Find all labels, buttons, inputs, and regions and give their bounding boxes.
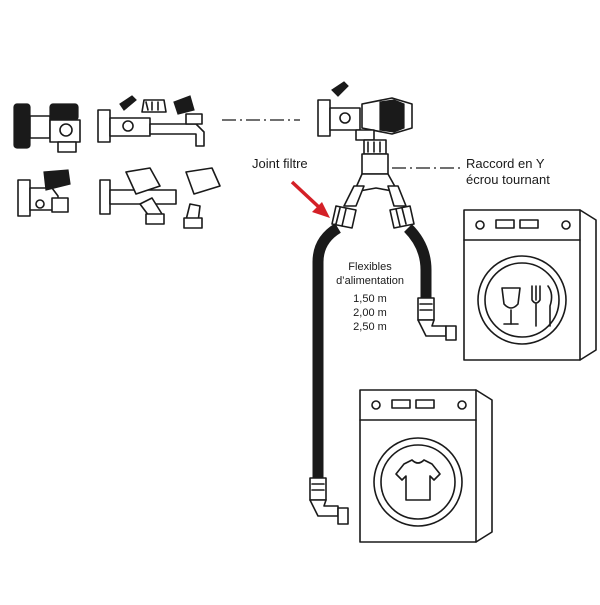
flexibles-label-line2: d’alimentation — [336, 275, 404, 287]
raccord-label-line1: Raccord en Y — [466, 156, 545, 171]
flexibles-label-line1: Flexibles — [348, 261, 392, 273]
length-option-1: 1,50 m — [353, 293, 387, 305]
hose-end-right-icon — [417, 297, 457, 341]
valve-variant-4-icon — [99, 167, 221, 229]
dishwasher-icon — [463, 209, 597, 361]
joint-filtre-label: Joint filtre — [252, 156, 308, 171]
length-option-2: 2,00 m — [353, 307, 387, 319]
hose-end-left-icon — [309, 477, 349, 525]
washing-machine-icon — [359, 389, 493, 543]
red-arrow-icon — [290, 180, 330, 218]
valve-variant-3-icon — [17, 169, 71, 217]
tshirt-icon — [395, 459, 441, 501]
hose-left — [312, 223, 342, 480]
valve-variant-1-icon — [13, 103, 81, 153]
y-connector-icon — [343, 139, 407, 207]
length-option-3: 2,50 m — [353, 321, 387, 333]
valve-variant-2-icon — [97, 95, 205, 147]
hose-nut-right-icon — [389, 205, 415, 229]
wine-glass-fork-knife-icon — [501, 285, 553, 327]
main-valve-icon — [317, 81, 413, 141]
raccord-label-line2: écrou tournant — [466, 172, 550, 187]
hose-right — [403, 224, 432, 300]
hose-nut-left-icon — [331, 205, 357, 229]
